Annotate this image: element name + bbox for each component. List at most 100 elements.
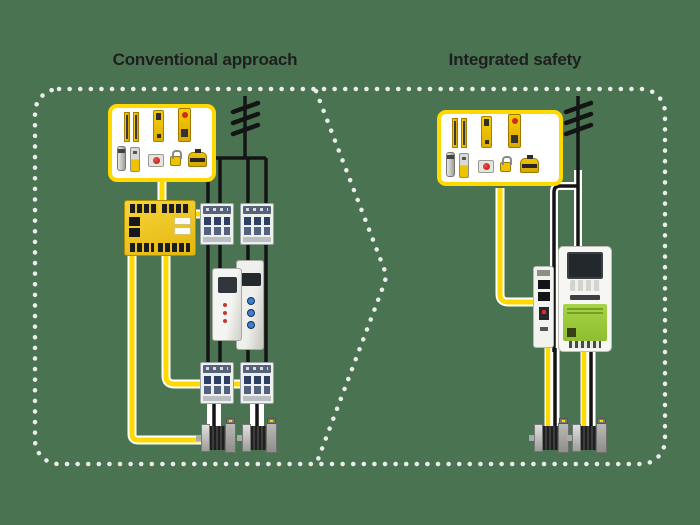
terminal-strip bbox=[158, 243, 190, 252]
contactor-terminals bbox=[204, 376, 230, 384]
motor-rear bbox=[225, 423, 236, 453]
contactor-base bbox=[203, 237, 231, 242]
status-led bbox=[223, 319, 227, 323]
status-led bbox=[223, 311, 227, 315]
line-contactor-1 bbox=[200, 203, 234, 245]
curtain-bar-icon bbox=[461, 118, 467, 148]
wire-outline bbox=[127, 221, 214, 445]
contactor-terminals bbox=[244, 227, 270, 235]
contactor-terminals bbox=[244, 386, 270, 394]
motor-connector bbox=[226, 418, 235, 424]
contactor-terminals bbox=[204, 217, 230, 225]
safety-wires bbox=[129, 178, 587, 443]
padlock-icon bbox=[500, 156, 512, 172]
servo-motor-left-2 bbox=[237, 418, 277, 456]
sensor-cyl-icon bbox=[446, 152, 455, 177]
motor-rear bbox=[266, 423, 277, 453]
motor-body bbox=[543, 426, 558, 450]
drive-vent bbox=[569, 341, 601, 348]
mains-slash bbox=[563, 122, 594, 137]
curtain-bar-icon bbox=[124, 112, 130, 142]
power-wire bbox=[552, 184, 578, 352]
drive-display bbox=[218, 277, 237, 293]
motor-connector bbox=[597, 418, 606, 424]
terminal-strip bbox=[130, 204, 158, 213]
ethernet-port bbox=[538, 292, 550, 301]
dotted-outline-group bbox=[32, 86, 668, 467]
contactor-cap bbox=[203, 206, 231, 214]
ethernet-port bbox=[538, 280, 550, 289]
variable-speed-drive-1 bbox=[212, 268, 242, 341]
safety-option-module bbox=[533, 266, 554, 348]
estop-box-icon bbox=[478, 160, 494, 173]
integrated-safety-drive bbox=[558, 246, 612, 352]
right-panel-title: Integrated safety bbox=[448, 50, 582, 69]
motor-flange bbox=[534, 424, 543, 452]
contactor-terminals bbox=[204, 386, 230, 394]
switch-tall-icon bbox=[481, 116, 492, 148]
curtain-bar-icon bbox=[133, 112, 139, 142]
status-led bbox=[223, 303, 227, 307]
motor-flange bbox=[242, 424, 251, 452]
curtain-bar-icon bbox=[452, 118, 458, 148]
contactor-base bbox=[203, 396, 231, 401]
mains-symbol-right bbox=[563, 100, 594, 137]
terminal-strip bbox=[130, 243, 154, 252]
comm-port bbox=[129, 217, 140, 226]
label-window bbox=[174, 227, 191, 235]
estop-box-icon bbox=[148, 154, 164, 167]
servo-motor-right-1 bbox=[529, 418, 569, 456]
module-label bbox=[537, 270, 550, 276]
motor-body bbox=[210, 426, 225, 450]
motor-body bbox=[251, 426, 266, 450]
motor-shaft bbox=[237, 435, 243, 441]
mains-symbol-left bbox=[230, 100, 261, 137]
output-contactor-1 bbox=[200, 362, 234, 404]
interlock-icon bbox=[130, 147, 140, 172]
contactor-cap bbox=[203, 365, 231, 373]
mains-slash bbox=[563, 100, 594, 115]
rope-pull-icon bbox=[508, 114, 521, 148]
servo-motor-left-1 bbox=[196, 418, 236, 456]
motor-flange bbox=[572, 424, 581, 452]
scanner-icon bbox=[188, 149, 207, 167]
drive-button bbox=[247, 297, 255, 305]
mains-slash bbox=[230, 122, 261, 137]
interlock-icon bbox=[459, 153, 469, 178]
label-window bbox=[174, 217, 191, 225]
safe-motion-module bbox=[563, 304, 607, 341]
drive-button bbox=[247, 309, 255, 317]
module-connector bbox=[540, 327, 548, 331]
dotted-border bbox=[32, 86, 668, 467]
servo-motor-right-2 bbox=[567, 418, 607, 456]
line-contactor-2 bbox=[240, 203, 274, 245]
drive-keypad bbox=[570, 280, 600, 291]
motor-connector bbox=[267, 418, 276, 424]
motor-shaft bbox=[567, 435, 573, 441]
safety-wire-plc-to-motor bbox=[129, 223, 214, 443]
divider-chevron bbox=[313, 88, 388, 465]
motor-shaft bbox=[529, 435, 535, 441]
motor-body bbox=[581, 426, 596, 450]
padlock-icon bbox=[170, 150, 182, 166]
terminal-strip bbox=[162, 204, 190, 213]
mains-slash bbox=[230, 111, 261, 126]
left-panel-title: Conventional approach bbox=[112, 50, 298, 69]
drive-display bbox=[567, 252, 603, 279]
contactor-cap bbox=[243, 365, 271, 373]
sensor-cyl-icon bbox=[117, 146, 126, 171]
safety-input-devices-box-right bbox=[437, 110, 563, 186]
comm-port bbox=[129, 228, 140, 237]
scanner-icon bbox=[520, 155, 539, 173]
output-contactor-2 bbox=[240, 362, 274, 404]
mains-slash bbox=[563, 111, 594, 126]
switch-tall-icon bbox=[153, 110, 164, 142]
contactor-cap bbox=[243, 206, 271, 214]
rope-pull-icon bbox=[178, 108, 191, 142]
mains-slash bbox=[230, 100, 261, 115]
safety-relay-plc bbox=[124, 200, 196, 256]
contactor-base bbox=[243, 237, 271, 242]
drive-button bbox=[247, 321, 255, 329]
safety-wire-box-to-drive bbox=[497, 188, 540, 305]
